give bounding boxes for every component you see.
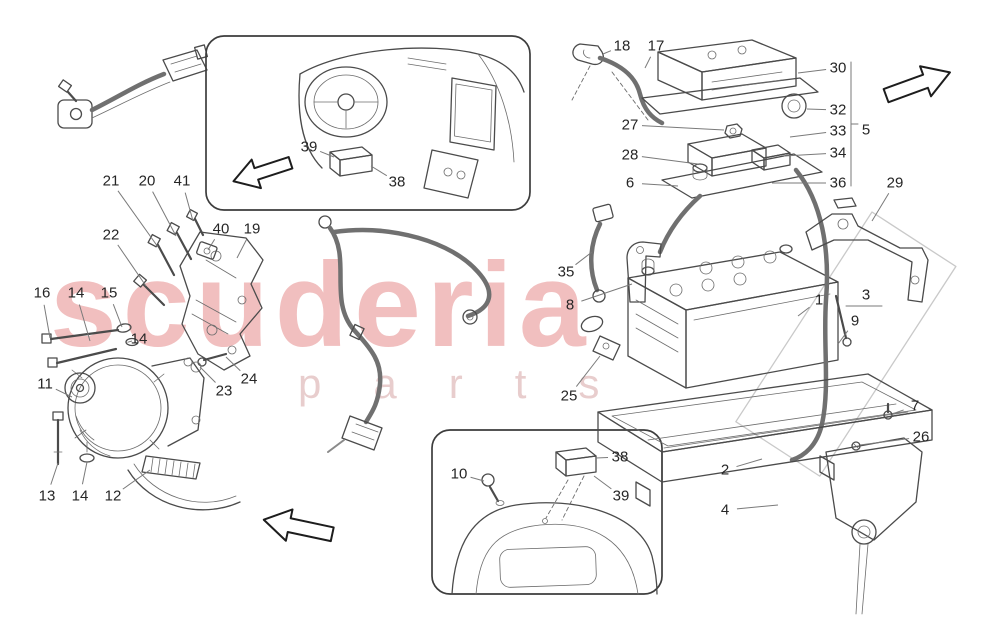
part-callout-35: 35 bbox=[557, 263, 575, 281]
part-callout-18: 18 bbox=[613, 37, 631, 55]
part-callout-30: 30 bbox=[829, 59, 847, 77]
part-callout-24: 24 bbox=[240, 370, 258, 388]
part-callout-26: 26 bbox=[912, 428, 930, 446]
part-callout-27: 27 bbox=[621, 116, 639, 134]
part-callout-38: 38 bbox=[388, 173, 406, 191]
part-callout-10: 10 bbox=[450, 465, 468, 483]
part-callout-21: 21 bbox=[102, 172, 120, 190]
part-callout-17: 17 bbox=[647, 37, 665, 55]
part-callout-39: 39 bbox=[612, 487, 630, 505]
part-callout-14: 14 bbox=[130, 330, 148, 348]
part-callout-22: 22 bbox=[102, 226, 120, 244]
part-callout-5: 5 bbox=[861, 121, 871, 139]
part-callout-34: 34 bbox=[829, 144, 847, 162]
part-callout-6: 6 bbox=[625, 174, 635, 192]
part-callout-32: 32 bbox=[829, 101, 847, 119]
part-callout-33: 33 bbox=[829, 122, 847, 140]
part-callout-3: 3 bbox=[861, 286, 871, 304]
part-callout-2: 2 bbox=[720, 461, 730, 479]
part-callout-9: 9 bbox=[850, 312, 860, 330]
part-callout-14: 14 bbox=[71, 487, 89, 505]
part-callout-40: 40 bbox=[212, 220, 230, 238]
watermark-brand-text: scuderia bbox=[50, 238, 592, 372]
watermark-subtitle-text: parts bbox=[298, 360, 652, 407]
part-callout-25: 25 bbox=[560, 387, 578, 405]
part-callout-15: 15 bbox=[100, 284, 118, 302]
part-callout-8: 8 bbox=[565, 296, 575, 314]
part-callout-12: 12 bbox=[104, 487, 122, 505]
part-callout-13: 13 bbox=[38, 487, 56, 505]
part-callout-11: 11 bbox=[37, 375, 53, 393]
part-callout-41: 41 bbox=[173, 172, 191, 190]
part-callout-38: 38 bbox=[611, 448, 629, 466]
part-callout-7: 7 bbox=[910, 397, 920, 415]
part-callout-28: 28 bbox=[621, 146, 639, 164]
part-callout-20: 20 bbox=[138, 172, 156, 190]
part-callout-36: 36 bbox=[829, 174, 847, 192]
part-callout-29: 29 bbox=[886, 174, 904, 192]
part-callout-4: 4 bbox=[720, 501, 730, 519]
part-callout-14: 14 bbox=[67, 284, 85, 302]
part-callout-19: 19 bbox=[243, 220, 261, 238]
part-callout-16: 16 bbox=[33, 284, 51, 302]
part-callout-23: 23 bbox=[215, 382, 233, 400]
part-callout-1: 1 bbox=[814, 291, 824, 309]
part-callout-39: 39 bbox=[300, 138, 318, 156]
